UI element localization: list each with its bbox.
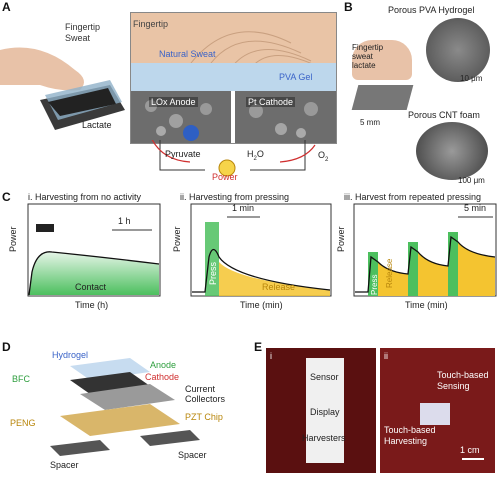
- chart-iii-release-3: [458, 242, 495, 296]
- chart-iii-xlabel: Time (min): [405, 300, 448, 310]
- chart-i-ylabel: Power: [8, 226, 18, 252]
- photo-ii: [380, 348, 495, 473]
- lox-anode-text: LOx Anode: [149, 97, 198, 107]
- fingertip-skin: [131, 13, 336, 68]
- chart-i-scale: 1 h: [118, 216, 131, 226]
- pzt-chip-label: PZT Chip: [185, 412, 223, 422]
- bfc-label: BFC: [12, 374, 30, 384]
- touch-sensing-label: Touch-based Sensing: [437, 370, 489, 391]
- chart-iii: [353, 203, 497, 297]
- spacer-left-shape: [50, 440, 110, 456]
- device-photo: [351, 85, 414, 110]
- panel-label-c: C: [2, 190, 11, 204]
- chart-ii-xlabel: Time (min): [240, 300, 283, 310]
- chart-i-frame: [27, 203, 161, 297]
- porous-pva-label: Porous PVA Hydrogel: [388, 5, 475, 15]
- cathode-label: Cathode: [145, 372, 180, 382]
- chart-iii-annotation-release: Release: [385, 258, 394, 288]
- electrode-separator: [231, 91, 235, 143]
- pt-cathode-text: Pt Cathode: [246, 97, 296, 107]
- porous-pattern: [145, 100, 318, 141]
- chart-iii-annotation-press: Press: [370, 274, 379, 295]
- device-patch: [420, 403, 450, 425]
- pzt-layer: [60, 404, 180, 436]
- scale-1cm-label: 1 cm: [460, 445, 480, 455]
- chart-iii-release-2: [418, 252, 448, 296]
- chart-iii-ylabel: Power: [336, 226, 346, 252]
- power-label: Power: [212, 172, 238, 182]
- chart-iii-press-2: [408, 242, 418, 296]
- panel-a: A Fingertip Sweat Fingertip Natural Sw: [0, 0, 340, 185]
- panel-label-a: A: [2, 0, 11, 14]
- photo-i: [266, 348, 376, 473]
- chart-ii-annotation-release: Release: [262, 282, 296, 292]
- chart-i-area: [29, 251, 159, 295]
- display-label: Display: [310, 407, 340, 417]
- panel-e: E i ii Sensor Display Harvesters Touch-b…: [252, 340, 499, 478]
- natural-sweat-text: Natural Sweat: [159, 49, 216, 59]
- scale-bar-1cm: [462, 458, 484, 460]
- chart-iii-press-1: [368, 252, 378, 296]
- chart-i-annotation-contact: Contact: [75, 282, 107, 292]
- chart-ii-scale: 1 min: [232, 203, 255, 213]
- panel-b: B Porous PVA Hydrogel 10 μm Fingertip sw…: [340, 0, 499, 190]
- panel-label-e: E: [254, 340, 263, 354]
- harvesters-label: Harvesters: [302, 433, 346, 443]
- chart-ii-line: [192, 248, 331, 293]
- spacer-right-label: Spacer: [178, 450, 207, 460]
- scale-5mm: 5 mm: [360, 118, 380, 127]
- chart-iii-line: [355, 235, 496, 293]
- panel-d: D Hydrogel BFC Anode Cathode Current Col…: [0, 340, 250, 478]
- chart-iii-release-1: [378, 262, 408, 296]
- cross-section-box: Fingertip Natural Sweat PVA Gel LOx Anod…: [130, 12, 337, 144]
- spacer-left-label: Spacer: [50, 460, 79, 470]
- chart-ii-release-area: [219, 262, 330, 296]
- chart-ii-ylabel: Power: [172, 226, 182, 252]
- chart-i: [27, 203, 161, 297]
- o2-label: O2: [318, 150, 329, 163]
- chart-iii-title: iii. Harvest from repeated pressing: [344, 192, 482, 202]
- pva-sem-image: [426, 18, 490, 82]
- panel-label-b: B: [344, 0, 353, 14]
- touch-harvesting-label: Touch-based Harvesting: [384, 425, 436, 446]
- current-collectors-label: Current Collectors: [185, 384, 226, 404]
- chart-i-line: [28, 251, 160, 296]
- sensor-label: Sensor: [310, 372, 339, 382]
- exploded-stack: [50, 358, 200, 456]
- scale-100um: 100 μm: [458, 176, 485, 185]
- scale-10um: 10 μm: [460, 74, 483, 83]
- anode-label: Anode: [150, 360, 177, 370]
- chart-ii-press-band: [205, 222, 219, 296]
- fingertip-sweat-label: Fingertip Sweat: [65, 22, 101, 43]
- cnt-sem-image: [416, 122, 488, 180]
- lactate-label: Lactate: [82, 120, 112, 130]
- device-strip: [306, 358, 344, 463]
- chart-i-title: i. Harvesting from no activity: [28, 192, 142, 202]
- photo-ii-label: ii: [384, 351, 388, 361]
- bed-icon: [36, 224, 54, 232]
- panel-c: C i. Harvesting from no activity Power T…: [0, 190, 499, 330]
- chart-ii-title: ii. Harvesting from pressing: [180, 192, 290, 202]
- fingertip-lactate-label: Fingertip sweat lactate: [352, 43, 384, 70]
- hydrogel-label: Hydrogel: [52, 350, 89, 360]
- chart-ii: [190, 203, 332, 297]
- chart-ii-annotation-press: Press: [208, 261, 218, 285]
- circuit-wires: [151, 140, 316, 177]
- chart-iii-scale: 5 min: [464, 203, 487, 213]
- fingertip-text: Fingertip: [133, 19, 169, 29]
- pyruvate-label: Pyruvate: [165, 149, 201, 159]
- finger-device-illustration: [0, 47, 125, 130]
- pva-gel-layer: [131, 63, 336, 93]
- peng-label: PENG: [10, 418, 36, 428]
- panel-label-d: D: [2, 340, 11, 354]
- collector-layer: [80, 384, 175, 410]
- spacer-right-shape: [140, 430, 200, 446]
- pva-gel-text: PVA Gel: [279, 72, 313, 82]
- chart-i-xlabel: Time (h): [75, 300, 109, 310]
- chart-iii-press-3: [448, 232, 458, 296]
- photo-i-label: i: [270, 351, 272, 361]
- porous-cnt-label: Porous CNT foam: [408, 110, 480, 120]
- h2o-label: H2O: [247, 149, 264, 162]
- fingertip-photo: [352, 40, 412, 80]
